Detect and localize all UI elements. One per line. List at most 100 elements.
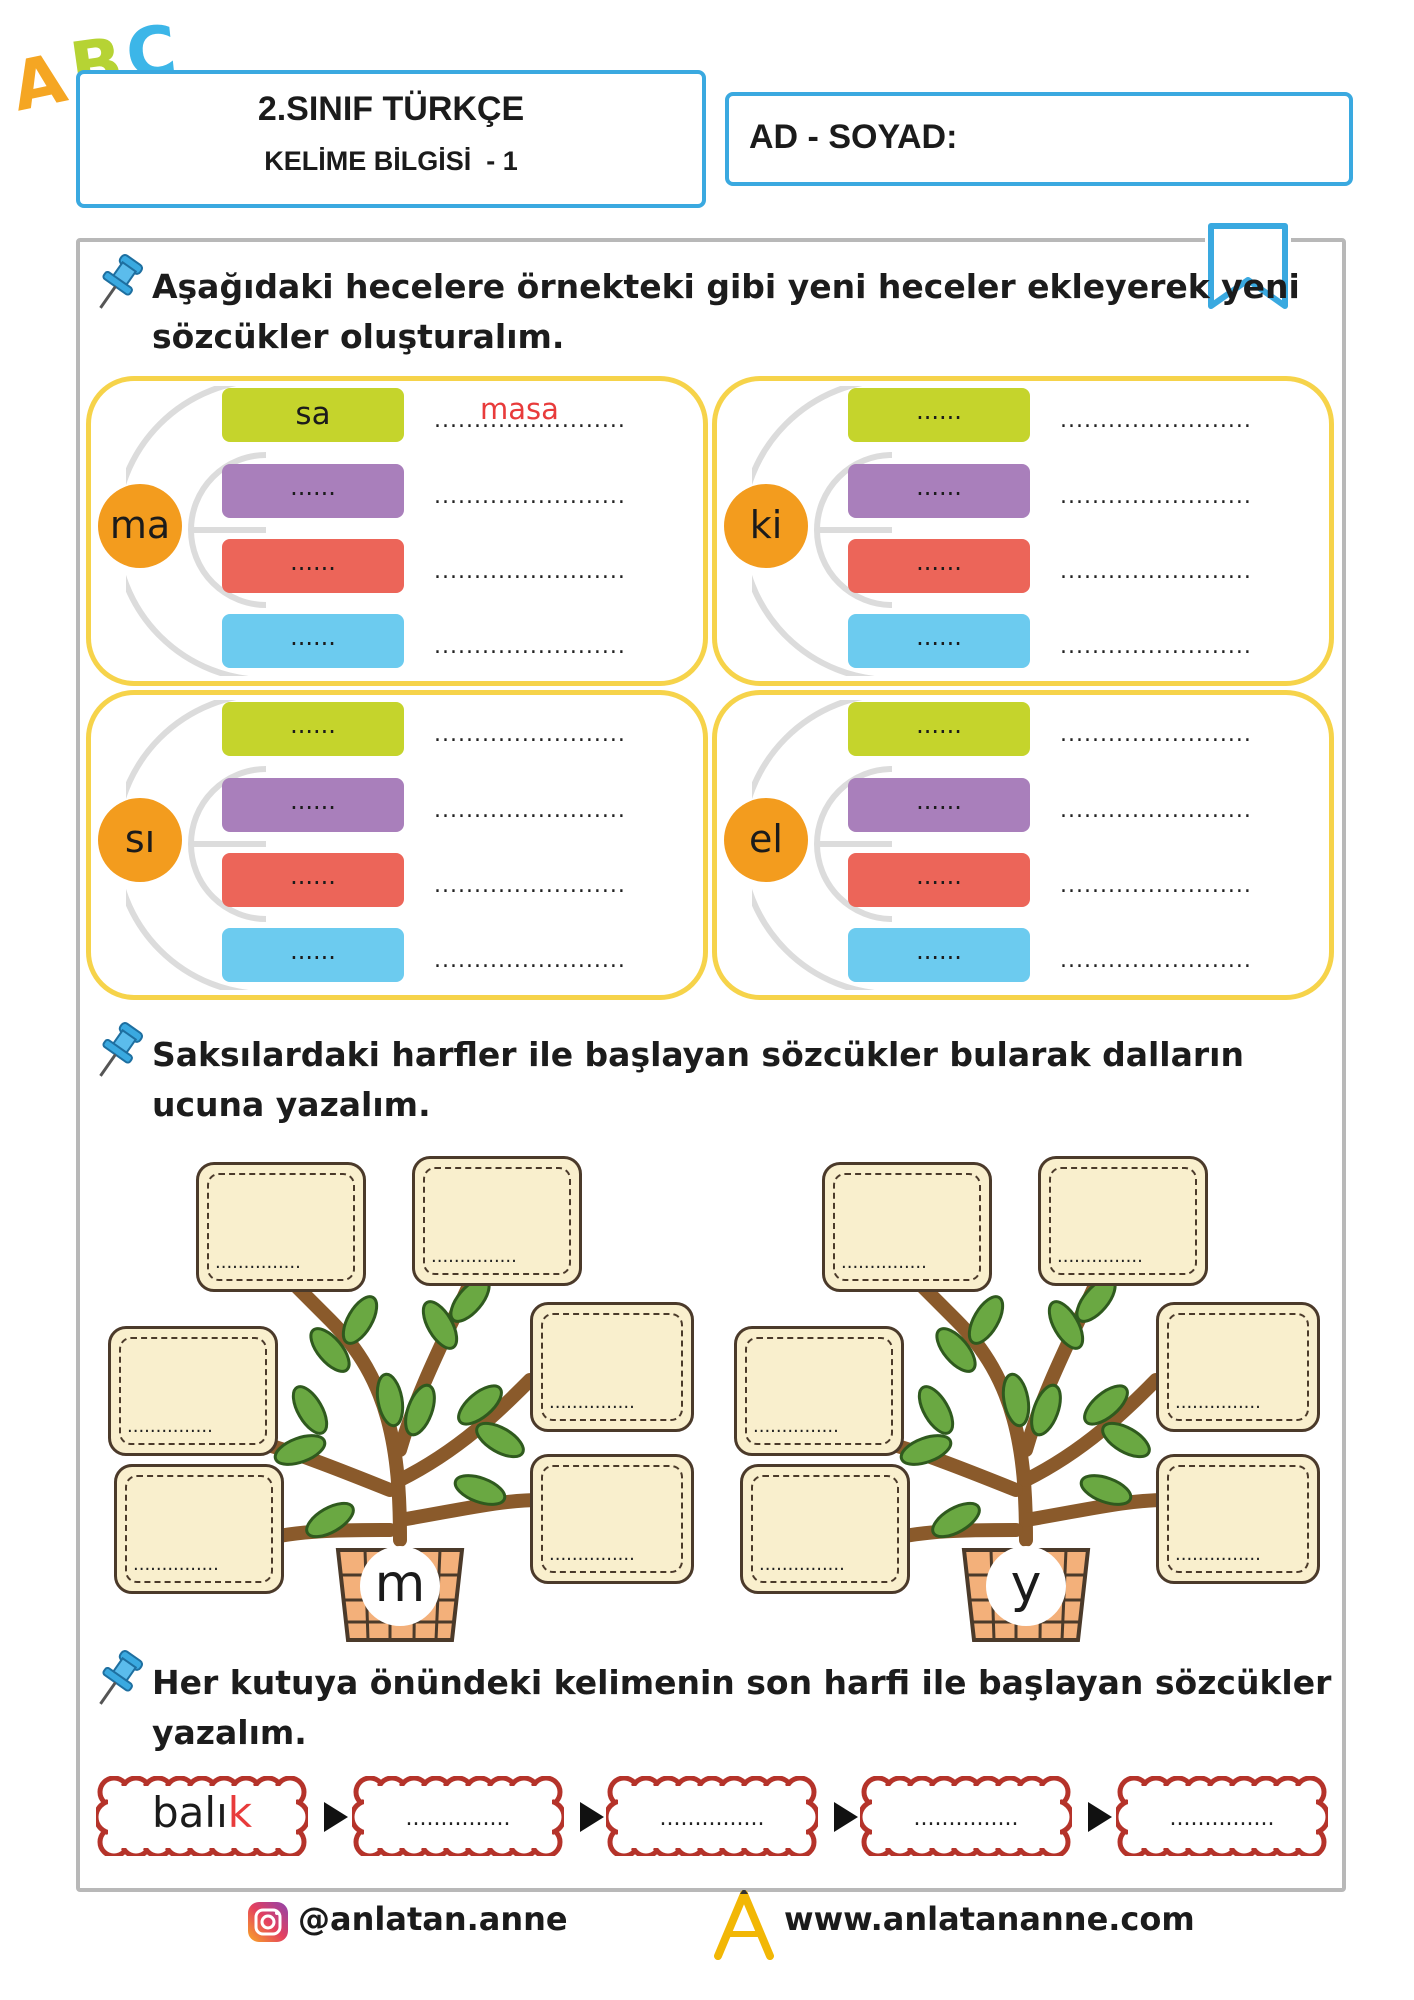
answer-line[interactable]: ........................ (1060, 559, 1252, 584)
card-dashed-border (1167, 1313, 1309, 1421)
answer-line[interactable]: ........................ (434, 408, 626, 433)
chain-answer-box[interactable]: ............... (1169, 1806, 1275, 1831)
syllable-pill: ...... (848, 614, 1030, 668)
card-dashed-border (207, 1173, 355, 1281)
answer-line[interactable]: ........................ (1060, 873, 1252, 898)
answer-line[interactable]: ........................ (434, 722, 626, 747)
card-answer-line: ............... (1057, 1246, 1143, 1267)
syllable-pill: ...... (222, 614, 404, 668)
syllable-pill: ...... (222, 702, 404, 756)
name-label: AD - SOYAD: (749, 118, 958, 156)
card-answer-line: ............... (133, 1554, 219, 1575)
pencil-logo-icon (714, 1890, 774, 1960)
word-card[interactable]: ............... (740, 1464, 910, 1594)
card-dashed-border (745, 1337, 893, 1445)
word-card[interactable]: ............... (412, 1156, 582, 1286)
pushpin-icon (99, 1650, 144, 1705)
answer-line[interactable]: ........................ (434, 634, 626, 659)
card-dashed-border (751, 1475, 899, 1583)
section1-instruction-line2: sözcükler oluşturalım. (152, 317, 565, 356)
card-answer-line: ............... (1175, 1544, 1261, 1565)
pushpin-icon (99, 254, 144, 309)
syllable-pill: ...... (222, 853, 404, 907)
word-card[interactable]: ............... (530, 1302, 694, 1432)
title-box: 2.SINIF TÜRKÇE KELİME BİLGİSİ - 1 (76, 70, 706, 208)
card-answer-line: ............... (753, 1416, 839, 1437)
website-url: www.anlatananne.com (784, 1900, 1195, 1938)
pushpin-icon (99, 1022, 144, 1077)
answer-line[interactable]: ........................ (1060, 634, 1252, 659)
card-dashed-border (541, 1465, 683, 1573)
card-dashed-border (1167, 1465, 1309, 1573)
word-card[interactable]: ............... (108, 1326, 278, 1456)
answer-line[interactable]: ........................ (434, 484, 626, 509)
card-answer-line: ............... (431, 1246, 517, 1267)
answer-line[interactable]: ........................ (1060, 948, 1252, 973)
word-card[interactable]: ............... (196, 1162, 366, 1292)
section2-instruction-line1: Saksılardaki harfler ile başlayan sözcük… (152, 1035, 1244, 1074)
word-card[interactable]: ............... (1038, 1156, 1208, 1286)
answer-line[interactable]: ........................ (434, 798, 626, 823)
word-card[interactable]: ............... (114, 1464, 284, 1594)
start-word-last-letter: k (227, 1788, 253, 1837)
answer-line[interactable]: ........................ (1060, 408, 1252, 433)
syllable-pill: ...... (222, 778, 404, 832)
card-dashed-border (1049, 1167, 1197, 1275)
card-answer-line: ............... (841, 1252, 927, 1273)
word-card[interactable]: ............... (1156, 1454, 1320, 1584)
pot-letter: y (986, 1546, 1066, 1626)
worksheet-frame (76, 238, 1346, 1892)
word-card[interactable]: ............... (530, 1454, 694, 1584)
card-dashed-border (125, 1475, 273, 1583)
card-dashed-border (423, 1167, 571, 1275)
cloud-box-border (1116, 1776, 1328, 1856)
arrow-right-icon (834, 1802, 858, 1832)
section2-instruction-line2: ucuna yazalım. (152, 1085, 431, 1124)
chain-answer-box[interactable]: ............... (913, 1806, 1019, 1831)
card-dashed-border (541, 1313, 683, 1421)
section3-instruction-line1: Her kutuya önündeki kelimenin son harfi … (152, 1663, 1332, 1702)
syllable-pill: ...... (222, 539, 404, 593)
section3-instruction-line2: yazalım. (152, 1713, 307, 1752)
answer-line[interactable]: ........................ (1060, 484, 1252, 509)
word-card[interactable]: ............... (822, 1162, 992, 1292)
start-word: balık (152, 1788, 252, 1837)
arrow-right-icon (580, 1802, 604, 1832)
syllable-circle: ki (724, 484, 808, 568)
answer-line[interactable]: ........................ (434, 873, 626, 898)
syllable-pill: ...... (848, 702, 1030, 756)
syllable-pill: ...... (222, 928, 404, 982)
section2-instruction: Saksılardaki harfler ile başlayan sözcük… (152, 1030, 1244, 1130)
chain-answer-box[interactable]: ............... (659, 1806, 765, 1831)
syllable-pill: ...... (848, 928, 1030, 982)
syllable-pill: ...... (848, 778, 1030, 832)
section1-instruction-line1: Aşağıdaki hecelere örnekteki gibi yeni h… (152, 267, 1300, 306)
arrow-right-icon (324, 1802, 348, 1832)
arrow-right-icon (1088, 1802, 1112, 1832)
cloud-box-border (860, 1776, 1072, 1856)
connector-arcs (126, 700, 266, 990)
answer-line[interactable]: ........................ (434, 559, 626, 584)
answer-line[interactable]: ........................ (1060, 798, 1252, 823)
card-dashed-border (119, 1337, 267, 1445)
cloud-box-border (606, 1776, 818, 1856)
answer-line[interactable]: ........................ (434, 948, 626, 973)
syllable-circle: ma (98, 484, 182, 568)
page-subtitle: KELİME BİLGİSİ - 1 (264, 146, 518, 176)
answer-line[interactable]: ........................ (1060, 722, 1252, 747)
word-card[interactable]: ............... (1156, 1302, 1320, 1432)
start-word-stem: balı (152, 1788, 228, 1837)
chain-answer-box[interactable]: ............... (405, 1806, 511, 1831)
name-box[interactable]: AD - SOYAD: (725, 92, 1353, 186)
syllable-pill: ...... (848, 388, 1030, 442)
instagram-handle: @anlatan.anne (298, 1900, 568, 1938)
section3-instruction: Her kutuya önündeki kelimenin son harfi … (152, 1658, 1331, 1758)
abc-logo: A B C (8, 11, 180, 120)
card-answer-line: ............... (1175, 1392, 1261, 1413)
word-card[interactable]: ............... (734, 1326, 904, 1456)
svg-text:A: A (8, 39, 73, 120)
instagram-icon (248, 1902, 288, 1942)
connector-arcs (126, 386, 266, 676)
section1-instruction: Aşağıdaki hecelere örnekteki gibi yeni h… (152, 262, 1300, 362)
syllable-circle: sı (98, 798, 182, 882)
